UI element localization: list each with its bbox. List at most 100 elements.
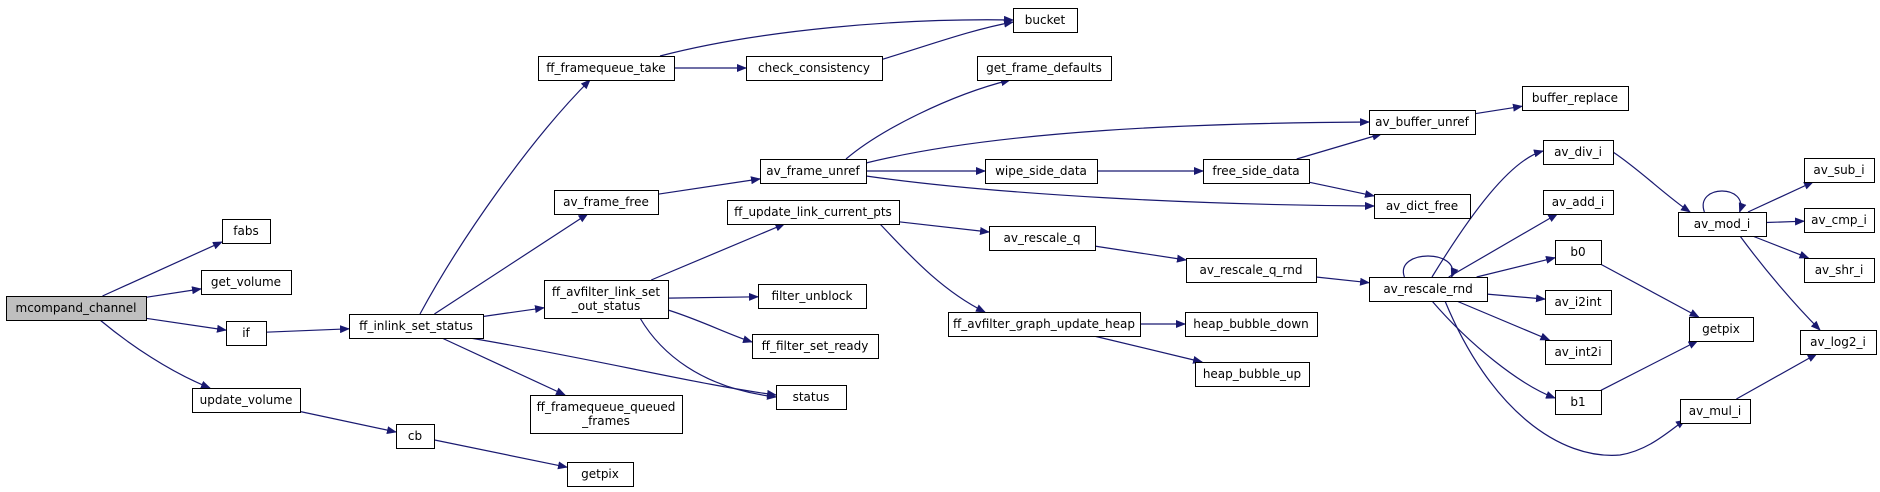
node-label: av_log2_i: [1810, 335, 1866, 349]
node-box: [192, 388, 301, 413]
node-box: [1543, 140, 1614, 165]
node-get-volume[interactable]: get_volume: [201, 270, 292, 295]
node-box: [985, 159, 1098, 184]
node-av-frame-unref[interactable]: av_frame_unref: [760, 159, 867, 184]
node-label: heap_bubble_down: [1193, 317, 1309, 331]
node-av-div-i[interactable]: av_div_i: [1543, 140, 1614, 165]
node-av-sub-i[interactable]: av_sub_i: [1804, 158, 1875, 183]
node-status[interactable]: status: [776, 385, 847, 410]
node-ff-avfilter-link-set-out-status[interactable]: ff_avfilter_link_set_out_status: [544, 280, 669, 319]
node-b0[interactable]: b0: [1555, 240, 1602, 265]
edge-ff_inlink_set_status-to-status: [469, 337, 777, 398]
node-label: cb: [408, 429, 422, 443]
node-ff-avfilter-graph-update-heap[interactable]: ff_avfilter_graph_update_heap: [948, 312, 1141, 337]
node-bucket[interactable]: bucket: [1013, 8, 1078, 33]
node-b1[interactable]: b1: [1555, 390, 1602, 415]
node-av-log2-i[interactable]: av_log2_i: [1800, 330, 1877, 355]
edge-mcompand_channel-to-get_volume: [145, 286, 202, 298]
node-ff-framequeue-take[interactable]: ff_framequeue_take: [538, 56, 675, 81]
edge-av_rescale_q_rnd-to-av_rescale_rnd: [1315, 276, 1370, 286]
node-label: av_div_i: [1554, 145, 1602, 159]
node-label: get_frame_defaults: [986, 61, 1102, 75]
node-cb[interactable]: cb: [396, 424, 435, 449]
node-label: ff_avfilter_link_set: [552, 285, 660, 299]
node-box: [1545, 290, 1612, 315]
node-ff-filter-set-ready[interactable]: ff_filter_set_ready: [752, 334, 879, 359]
node-buffer-replace[interactable]: buffer_replace: [1522, 86, 1629, 111]
node-label: mcompand_channel: [16, 301, 137, 315]
node-update-volume[interactable]: update_volume: [192, 388, 301, 413]
node-filter-unblock[interactable]: filter_unblock: [758, 284, 867, 309]
edge-av_rescale_rnd-to-b1: [1431, 300, 1556, 399]
edge-av_mod_i-to-av_shr_i: [1752, 235, 1810, 259]
node-label: getpix: [581, 467, 619, 481]
node-box: [396, 424, 435, 449]
node-av-dict-free[interactable]: av_dict_free: [1374, 194, 1471, 219]
node-box: [1013, 8, 1078, 33]
node-box: [1543, 190, 1614, 215]
edge-ff_avfilter_link_set_out_status-to-status: [639, 317, 777, 400]
node-av-mod-i[interactable]: av_mod_i: [1678, 212, 1767, 237]
edge-update_volume-to-cb: [299, 410, 397, 435]
node-av-rescale-rnd[interactable]: av_rescale_rnd: [1369, 277, 1488, 302]
node-label: _out_status: [571, 299, 641, 313]
node-free-side-data[interactable]: free_side_data: [1203, 159, 1310, 184]
node-av-mul-i[interactable]: av_mul_i: [1680, 399, 1751, 424]
node-box: [746, 56, 883, 81]
edge-b1-to-getpix_2: [1600, 340, 1699, 391]
node-label: status: [793, 390, 830, 404]
node-label: av_int2i: [1554, 345, 1601, 359]
node-label: filter_unblock: [772, 289, 853, 303]
node-ff-update-link-current-pts[interactable]: ff_update_link_current_pts: [727, 200, 900, 225]
node-label: av_shr_i: [1815, 263, 1864, 277]
node-box: [567, 462, 634, 487]
node-get-frame-defaults[interactable]: get_frame_defaults: [977, 56, 1112, 81]
edge-av_rescale_rnd-to-av_rescale_rnd: [1402, 255, 1459, 278]
edge-free_side_data-to-av_dict_free: [1308, 181, 1375, 198]
node-getpix-1[interactable]: getpix: [567, 462, 634, 487]
node-box: [222, 219, 271, 244]
node-box: [1804, 258, 1875, 283]
node-av-i2int[interactable]: av_i2int: [1545, 290, 1612, 315]
node-av-rescale-q[interactable]: av_rescale_q: [989, 226, 1096, 251]
node-box: [544, 280, 669, 319]
node-label: av_sub_i: [1813, 163, 1864, 177]
node-av-cmp-i[interactable]: av_cmp_i: [1804, 208, 1875, 233]
node-mcompand-channel[interactable]: mcompand_channel: [6, 296, 147, 321]
node-label: av_i2int: [1554, 295, 1601, 309]
edge-ff_inlink_set_status-to-ff_avfilter_link_set_out_status: [482, 305, 545, 318]
node-heap-bubble-up[interactable]: heap_bubble_up: [1195, 362, 1310, 387]
node-label: b0: [1570, 245, 1585, 259]
node-av-frame-free[interactable]: av_frame_free: [554, 190, 659, 215]
edge-if-to-ff_inlink_set_status: [265, 325, 350, 334]
node-box: [1804, 208, 1875, 233]
node-box: [1678, 212, 1767, 237]
edge-av_mod_i-to-av_log2_i: [1739, 235, 1821, 331]
edge-ff_inlink_set_status-to-ff_framequeue_take: [419, 79, 591, 315]
node-wipe-side-data[interactable]: wipe_side_data: [985, 159, 1098, 184]
node-av-shr-i[interactable]: av_shr_i: [1804, 258, 1875, 283]
node-av-int2i[interactable]: av_int2i: [1545, 340, 1612, 365]
node-label: ff_inlink_set_status: [359, 319, 473, 333]
node-av-buffer-unref[interactable]: av_buffer_unref: [1369, 110, 1476, 135]
edge-av_rescale_rnd-to-av_i2int: [1486, 293, 1546, 303]
node-fabs[interactable]: fabs: [222, 219, 271, 244]
node-if[interactable]: if: [226, 321, 267, 346]
node-ff-inlink-set-status[interactable]: ff_inlink_set_status: [349, 314, 484, 339]
node-label: av_rescale_q_rnd: [1200, 263, 1303, 277]
node-box: [1804, 158, 1875, 183]
node-label: ff_framequeue_take: [546, 61, 665, 75]
node-getpix-2[interactable]: getpix: [1689, 317, 1754, 342]
node-label: av_cmp_i: [1811, 213, 1867, 227]
edge-ff_inlink_set_status-to-av_frame_free: [434, 213, 589, 315]
node-check-consistency[interactable]: check_consistency: [746, 56, 883, 81]
edge-av_frame_unref-to-av_dict_free: [865, 175, 1375, 210]
node-label: av_add_i: [1552, 195, 1604, 209]
node-ff-framequeue-queued-frames[interactable]: ff_framequeue_queued_frames: [530, 395, 683, 434]
node-av-rescale-q-rnd[interactable]: av_rescale_q_rnd: [1186, 258, 1317, 283]
node-heap-bubble-down[interactable]: heap_bubble_down: [1185, 312, 1318, 337]
node-av-add-i[interactable]: av_add_i: [1543, 190, 1614, 215]
node-box: [201, 270, 292, 295]
